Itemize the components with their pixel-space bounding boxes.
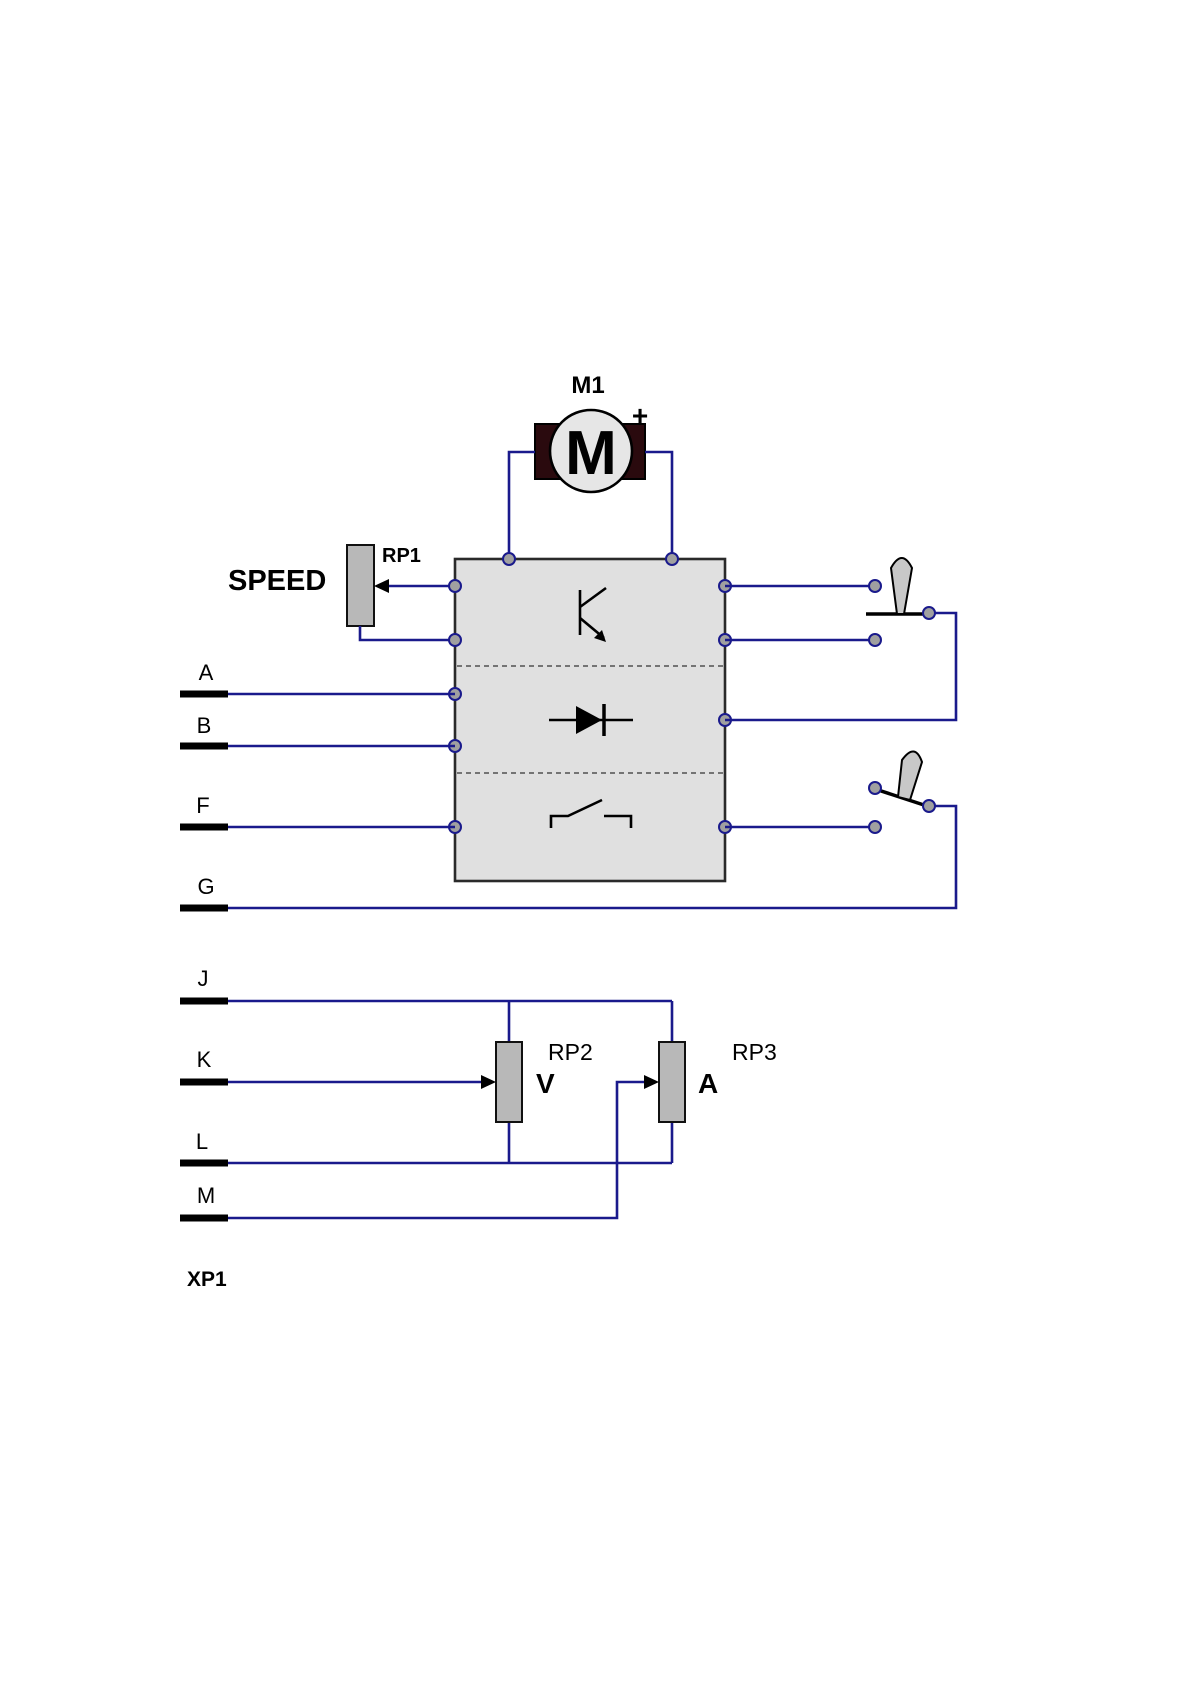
connector-label: XP1 [187,1268,227,1291]
toggle-switch-icon [872,751,930,807]
terminal [923,607,935,619]
pin-label-b: B [197,713,212,738]
rp2-symbol-label: V [536,1068,555,1099]
speed-label: SPEED [228,565,326,597]
terminal [869,580,881,592]
pin-label-g: G [197,874,214,899]
rp1-label: RP1 [382,545,421,567]
motor-ref-label: M1 [571,372,604,399]
potentiometer-rp1 [347,545,374,626]
rp1-wiper-arrow [374,579,389,593]
pin-label-l: L [196,1129,208,1154]
control-block [455,559,725,881]
motor-m1: M1 + M [535,372,648,492]
terminal [449,580,461,592]
terminal [869,634,881,646]
pin-label-f: F [196,793,209,818]
wire-pin-m [228,1082,647,1218]
wire-motor-right [645,452,672,560]
pin-label-k: K [197,1047,212,1072]
potentiometer-rp3 [659,1042,685,1122]
motor-symbol-label: M [565,419,617,488]
wire-motor-left [509,452,535,560]
rp2-label: RP2 [548,1039,593,1065]
rp3-wiper-arrow [644,1075,659,1089]
pin-label-a: A [199,660,214,685]
terminal [869,782,881,794]
pin-label-j: J [198,966,209,991]
wire-rp1-bottom [360,626,455,640]
terminal [503,553,515,565]
terminal [449,634,461,646]
rp3-label: RP3 [732,1039,777,1065]
rp2-wiper-arrow [481,1075,496,1089]
terminal [869,821,881,833]
terminal [923,800,935,812]
potentiometer-rp2 [496,1042,522,1122]
rp3-symbol-label: A [698,1068,718,1099]
terminal [666,553,678,565]
pin-label-m: M [197,1183,215,1208]
wire-switch1-common [725,613,956,720]
